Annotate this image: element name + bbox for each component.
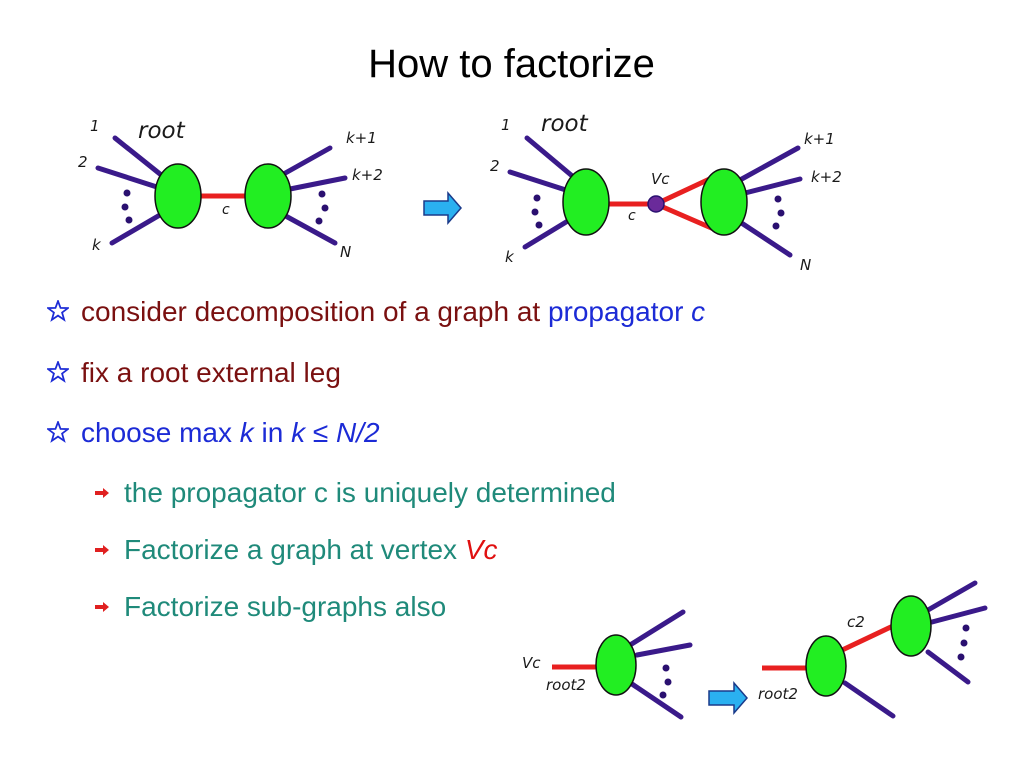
leg-top2 [634, 642, 693, 658]
subbullet-1-text: the propagator c is uniquely determined [124, 477, 616, 508]
bullet-3-var1: k [239, 417, 254, 448]
label-k2: k+2 [811, 168, 842, 186]
node-right [700, 168, 748, 236]
dots-right [772, 195, 785, 230]
label-k: k [505, 248, 515, 266]
leg-d [842, 680, 896, 719]
leg-k [522, 213, 579, 250]
edge-upper [654, 173, 718, 207]
label-root: root [138, 118, 186, 144]
leg-1 [112, 135, 168, 181]
node-lower [805, 635, 847, 697]
leg-N [279, 211, 338, 246]
dots-left [121, 189, 133, 224]
leg-k [109, 209, 168, 246]
bullet-1-var: c [691, 296, 706, 327]
label-k1: k+1 [346, 129, 377, 147]
label-1: 1 [90, 117, 100, 135]
bullet-3-text1: choose max [81, 417, 240, 448]
label-vc: Vc [651, 170, 670, 188]
leg-top1 [627, 609, 686, 648]
star-bullet-icon [47, 421, 69, 443]
bullet-3-var3: N/2 [336, 417, 380, 448]
leg-N [737, 219, 793, 258]
label-root2: root2 [546, 676, 586, 694]
leg-a [925, 580, 978, 613]
arrow-icon [423, 190, 462, 226]
label-2: 2 [78, 153, 88, 171]
label-c2: c2 [847, 613, 865, 631]
leg-bottom [629, 681, 684, 720]
subbullet-3-text: Factorize sub-graphs also [124, 591, 447, 622]
node-upper [890, 595, 932, 657]
label-root2: root2 [758, 685, 798, 703]
label-c: c [628, 208, 636, 224]
leg-k2 [282, 175, 348, 193]
red-arrow-bullet-icon [95, 488, 109, 498]
leg-c [925, 649, 971, 685]
bullet-3-text3: ≤ [305, 417, 337, 448]
label-c: c [222, 202, 230, 218]
node [595, 634, 637, 696]
dots-left [531, 194, 543, 229]
subbullet-2-var: Vc [464, 534, 498, 565]
leg-k1 [277, 145, 333, 179]
star-bullet-icon [47, 300, 69, 322]
bullet-3-var2: k [291, 417, 306, 448]
edge-lower [655, 201, 717, 233]
node-right [244, 163, 292, 229]
bullet-1-highlight: propagator [547, 296, 692, 327]
dots [957, 624, 970, 661]
label-1: 1 [501, 116, 511, 134]
leg-k1 [737, 145, 801, 183]
page-title: How to factorize [368, 42, 655, 86]
leg-k2 [742, 176, 803, 196]
bullet-1-text: consider decomposition of a graph at [81, 296, 548, 327]
bullet-3-text2: in [253, 417, 292, 448]
red-arrow-bullet-icon [95, 602, 109, 612]
bullet-2: fix a root external leg [47, 357, 341, 389]
diagram-after: 1 2 k root k+1 k+2 N c Vc [490, 111, 842, 274]
label-k2: k+2 [352, 166, 383, 184]
subbullet-2: Factorize a graph at vertex Vc [95, 534, 498, 566]
label-N: N [340, 243, 351, 261]
diagram-subgraph-factorized: root2 c2 [758, 580, 988, 719]
dots [659, 664, 672, 699]
leg-1 [524, 135, 580, 183]
label-k1: k+1 [804, 130, 835, 148]
bullet-1: consider decomposition of a graph at pro… [47, 296, 706, 328]
label-root: root [541, 111, 589, 137]
arrow-icon [708, 680, 748, 716]
vertex-vc [647, 195, 665, 213]
node-left [562, 168, 610, 236]
bullet-3: choose max k in k ≤ N/2 [47, 417, 380, 449]
node-left [154, 163, 202, 229]
dots-right [315, 190, 329, 225]
label-k: k [92, 236, 102, 254]
star-bullet-icon [47, 361, 69, 383]
diagram-subgraph: Vc root2 [522, 609, 693, 720]
subbullet-1: the propagator c is uniquely determined [95, 477, 616, 509]
label-N: N [800, 256, 811, 274]
leg-2 [95, 165, 163, 191]
leg-2 [507, 169, 575, 195]
diagram-before: 1 2 k root k+1 k+2 N c [78, 117, 383, 261]
label-vc: Vc [522, 654, 541, 672]
red-arrow-bullet-icon [95, 545, 109, 555]
label-2: 2 [490, 157, 500, 175]
bullet-2-text: fix a root external leg [81, 357, 341, 388]
subbullet-3: Factorize sub-graphs also [95, 591, 447, 623]
leg-b [929, 605, 988, 625]
subbullet-2-text: Factorize a graph at vertex [124, 534, 465, 565]
edge-c2 [836, 623, 895, 655]
